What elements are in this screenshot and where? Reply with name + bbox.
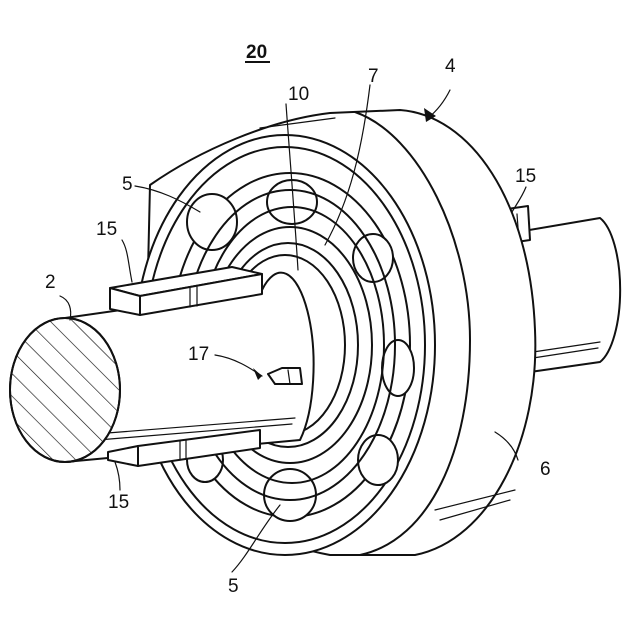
title-text: 20 [246,42,267,63]
label-outer-ring: 6 [540,459,551,480]
label-shaft: 2 [45,272,56,293]
label-key-upper-left: 15 [96,219,117,240]
label-inner-ring: 10 [288,84,309,105]
figure-title: 20 [245,42,270,63]
label-bearing: 4 [445,56,456,77]
label-key-right: 15 [515,166,536,187]
label-groove-marker: 17 [188,344,209,365]
label-cage: 7 [368,66,379,87]
label-rolling-element-upper: 5 [122,174,133,195]
label-key-lower-left: 15 [108,492,129,513]
label-rolling-element-lower: 5 [228,576,239,597]
